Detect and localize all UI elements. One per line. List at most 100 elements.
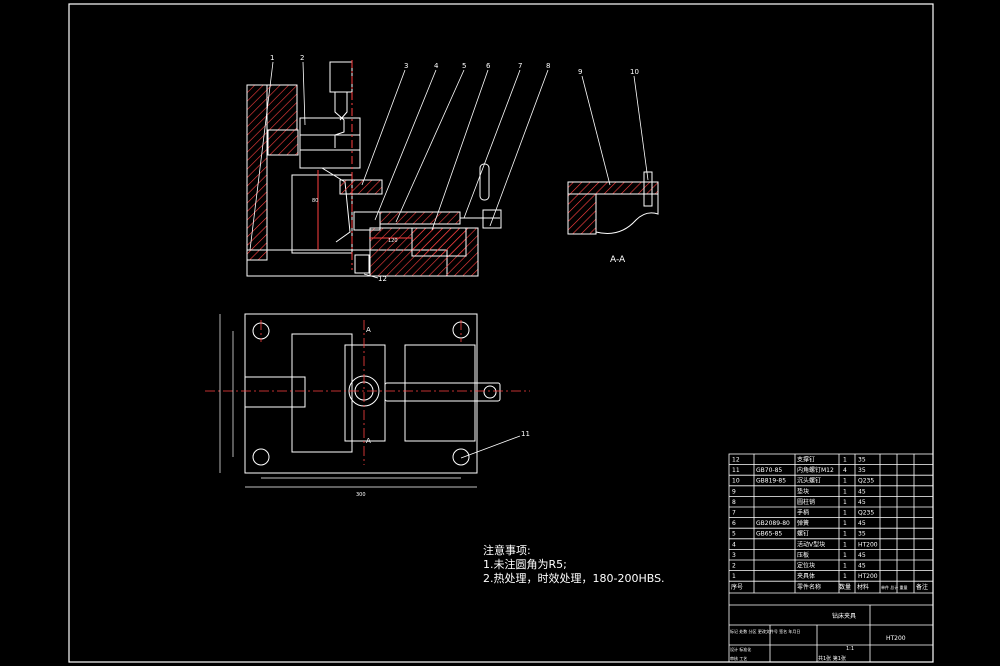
bom-cell-qty: 1 (843, 488, 847, 495)
bom-cell-no: 9 (732, 488, 736, 495)
title-audit: 审核 工艺 (730, 655, 747, 661)
dimension-lines (219, 314, 477, 488)
bom-cell-name: 手柄 (797, 509, 809, 517)
handle (479, 163, 490, 201)
bom-cell-code: GB65-85 (756, 531, 782, 538)
bom-cell-name: 内角螺钉M12 (797, 466, 834, 474)
bom-cell-no: 4 (732, 541, 736, 548)
bom-cell-mat: 35 (858, 467, 866, 474)
bom-cell-mat: 45 (858, 552, 866, 559)
bom-cell-qty: 1 (843, 573, 847, 580)
leader-labels: 1 2 3 4 5 6 7 8 9 10 11 12 (270, 54, 639, 438)
section-mark-top: A (366, 326, 371, 334)
bom-cell-no: 10 (732, 478, 740, 485)
bom-cell-qty: 1 (843, 541, 847, 548)
bom-cell-no: 5 (732, 531, 736, 538)
bom-cell-name: 定位块 (797, 562, 815, 570)
bom-cell-name: 螺钉 (797, 530, 809, 538)
bom-cell-qty: 1 (843, 478, 847, 485)
bom-cell-name: 活动V型块 (797, 540, 825, 548)
bom-cell-mat: 35 (858, 457, 866, 464)
bom-cell-code: GB70-85 (756, 467, 782, 474)
spring-plunger (379, 211, 461, 225)
leader-8: 8 (546, 62, 550, 70)
technical-notes: 注意事项: 1.未注圆角为R5; 2.热处理，时效处理，180-200HBS. (483, 544, 665, 586)
bom-cell-qty: 1 (843, 552, 847, 559)
bolt-hole-br (452, 448, 470, 466)
title-scale: 1:1 (846, 646, 854, 652)
bom-cell-name: 弹簧 (797, 519, 809, 527)
support-pin (354, 254, 370, 274)
title-material: HT200 (886, 635, 906, 642)
leader-4: 4 (434, 62, 439, 70)
bom-cell-mat: 45 (858, 499, 866, 506)
notes-title: 注意事项: (483, 544, 531, 557)
bom-header-mat: 材料 (857, 583, 869, 591)
bom-cell-name: 垫块 (797, 487, 809, 495)
dim-plunger: 120 (388, 238, 398, 244)
bom-cell-mat: 45 (858, 520, 866, 527)
leader-2: 2 (300, 54, 304, 62)
section-label: A-A (610, 255, 626, 265)
bom-cell-no: 7 (732, 510, 736, 517)
center-lines (205, 320, 530, 465)
bom-cell-no: 1 (732, 573, 736, 580)
bom-header-qty: 数量 (839, 583, 851, 591)
leader-6: 6 (486, 62, 491, 70)
bom-table (728, 453, 934, 663)
fixture-body-upright (246, 84, 268, 261)
bom-cell-no: 8 (732, 499, 736, 506)
leader-1: 1 (270, 54, 274, 62)
bom-cell-name: 压板 (797, 551, 809, 559)
dim-overall: 300 (356, 492, 366, 498)
bom-cell-mat: Q235 (858, 510, 874, 517)
leader-7: 7 (518, 62, 522, 70)
leader-11: 11 (521, 430, 530, 438)
bom-header-weight: 单件 总计 重量 (881, 584, 908, 590)
bom-cell-qty: 1 (843, 457, 847, 464)
movable-v-block (411, 227, 467, 257)
bom-cell-mat: HT200 (858, 573, 878, 580)
bom-cell-qty: 1 (843, 520, 847, 527)
bom-cell-no: 3 (732, 552, 736, 559)
bom-header-name: 零件名称 (797, 583, 821, 591)
pressing-plate (339, 179, 383, 195)
top-view-base (244, 313, 478, 474)
section-mark-bottom: A (366, 437, 371, 445)
sheet-border (68, 3, 934, 663)
section-a-a (567, 171, 659, 235)
title-sheet: 共1张 第1张 (818, 655, 846, 662)
front-view (246, 60, 502, 277)
bom-cell-mat: 35 (858, 531, 866, 538)
bom-cell-mat: 45 (858, 488, 866, 495)
leader-9: 9 (578, 68, 582, 76)
bom-cell-no: 6 (732, 520, 736, 527)
bolt-hole-bl (252, 448, 270, 466)
bom-header-no: 序号 (731, 583, 743, 591)
bom-cell-name: 沉头螺钉 (797, 477, 821, 485)
bom-cell-code: GB819-85 (756, 478, 786, 485)
bom-cell-mat: Q235 (858, 478, 874, 485)
leader-5: 5 (462, 62, 466, 70)
top-view (244, 313, 501, 474)
bom-cell-name: 支撑钉 (797, 456, 815, 464)
bom-cell-qty: 4 (843, 467, 847, 474)
title-design: 设计 标准化 (730, 646, 751, 652)
notes-line-2: 2.热处理，时效处理，180-200HBS. (483, 572, 665, 585)
leader-10: 10 (630, 68, 639, 76)
dimension-labels: 300 80 120 (312, 198, 398, 498)
bom-cell-qty: 1 (843, 531, 847, 538)
bom-cell-qty: 1 (843, 499, 847, 506)
bom-cell-no: 12 (732, 457, 740, 464)
leader-3: 3 (404, 62, 408, 70)
bom-cell-mat: 45 (858, 563, 866, 570)
title-rev: 标记 处数 分区 更改文件号 签名 年月日 (730, 628, 800, 634)
leader-12: 12 (378, 275, 387, 283)
bom-cell-qty: 1 (843, 563, 847, 570)
bom-cell-mat: HT200 (858, 541, 878, 548)
bom-cell-no: 2 (732, 563, 736, 570)
bom-cell-code: GB2089-80 (756, 520, 790, 527)
bom-header-remark: 备注 (916, 583, 928, 591)
